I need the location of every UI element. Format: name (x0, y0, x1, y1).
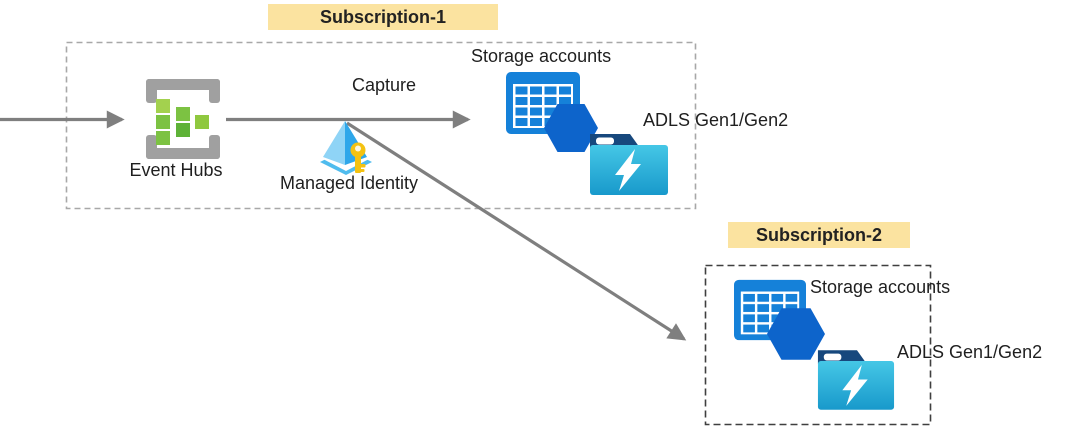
managed-identity-icon (317, 119, 375, 177)
adls-gen-icon (816, 347, 896, 412)
key-glyph (350, 142, 366, 173)
storage-accounts-label: Storage accounts (471, 46, 612, 66)
event-hubs-label: Event Hubs (129, 160, 223, 180)
storage-accounts-label: Storage accounts (810, 277, 951, 297)
managed-identity-label: Managed Identity (279, 173, 419, 193)
subscription-2-boundary (704, 264, 932, 426)
storage-hexagon-icon (544, 104, 598, 152)
subscription-1-boundary (65, 41, 697, 210)
event-hubs-icon (140, 79, 226, 159)
subscription-1-badge: Subscription-1 (268, 4, 498, 30)
cross-subscription-flow-arrow (346, 121, 687, 341)
capture-label: Capture (351, 75, 417, 95)
adls-label: ADLS Gen1/Gen2 (643, 110, 789, 130)
adls-label: ADLS Gen1/Gen2 (897, 342, 1043, 362)
adls-gen-icon (588, 131, 670, 197)
subscription-2-badge: Subscription-2 (728, 222, 910, 248)
storage-hexagon-icon (767, 308, 825, 360)
